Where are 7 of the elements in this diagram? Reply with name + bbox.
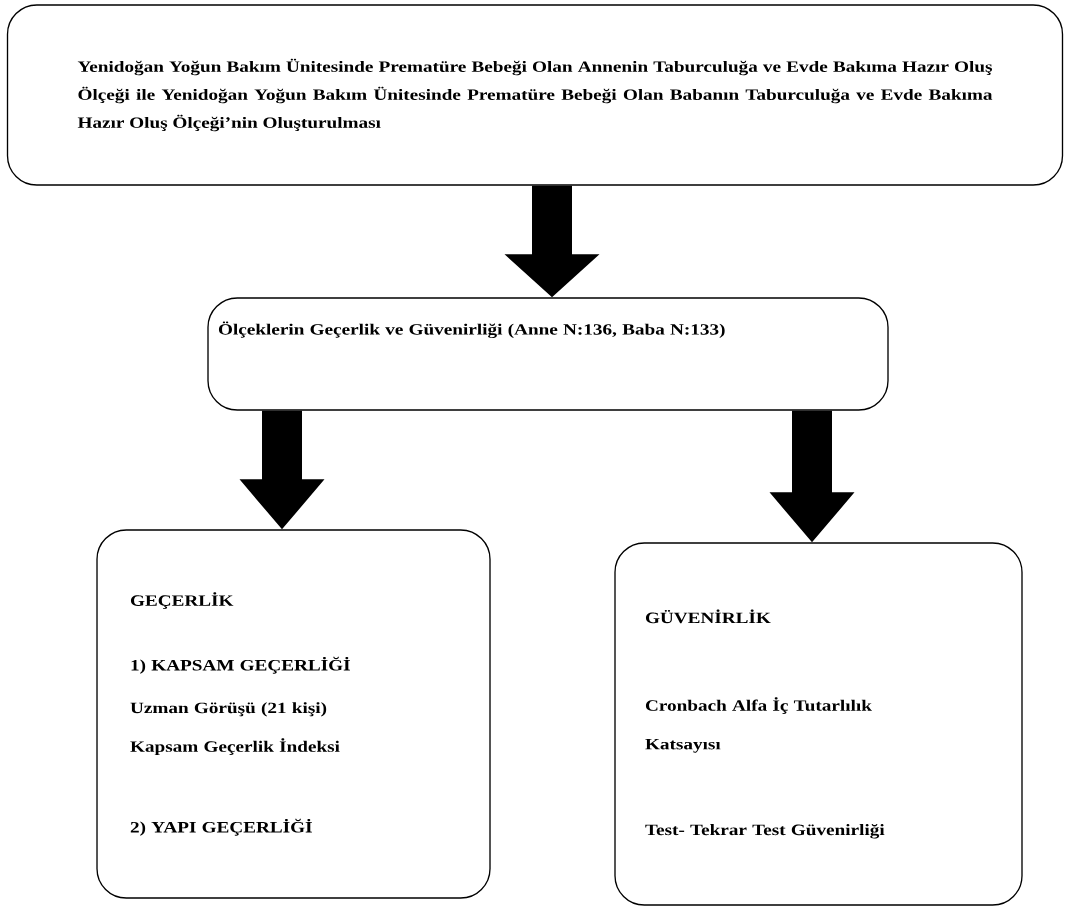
arrow [769,410,855,543]
process-box: Ölçeklerin Geçerlik ve Güvenirliği (Anne N:136, Baba N:133) [207,297,889,411]
arrow [504,185,600,298]
process-box: Yenidoğan Yoğun Bakım Ünitesinde Prematüre Bebeği Olan Annenin Taburculuğa ve Evde Bakıma Hazır Oluş Ölçeği ile Yenidoğan Yoğun Bakım Ünitesinde Prematüre Bebeği Olan Babanın Taburculuğa ve Evde Bakıma Hazır Oluş Ölçeği’nin Oluşturulması [6,4,1064,186]
process-box: GÜVENİRLİK Cronbach Alfa İç Tutarlılık Katsayısı Test- Tekrar Test Güvenirliği [614,542,1023,906]
process-box: GEÇERLİK 1) KAPSAM GEÇERLİĞİ Uzman Görüşü (21 kişi) Kapsam Geçerlik İndeksi 2) YAPI GEÇERLİĞİ [96,529,491,899]
arrow [239,410,325,530]
